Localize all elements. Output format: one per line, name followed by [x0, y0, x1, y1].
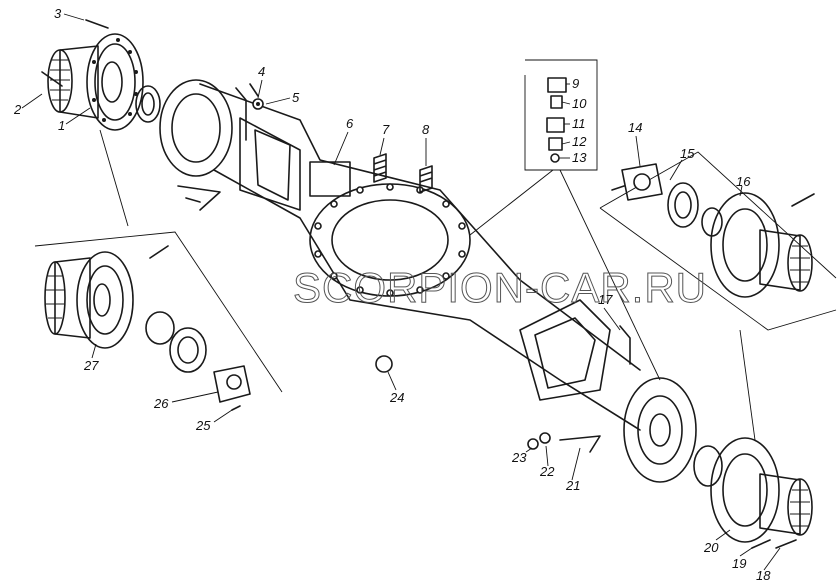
- callout-8: 8: [422, 122, 430, 137]
- callout-12: 12: [572, 134, 587, 149]
- callout-27: 27: [83, 358, 99, 373]
- callout-labels: 1 2 3 4 5 6 7 8 9 10 11 12 13 14 15 16 1…: [13, 6, 771, 583]
- callout-leaders: [21, 13, 781, 571]
- callout-5: 5: [292, 90, 300, 105]
- callout-24: 24: [389, 390, 404, 405]
- callout-26: 26: [153, 396, 169, 411]
- callout-19: 19: [732, 556, 746, 571]
- callout-20: 20: [703, 540, 719, 555]
- right-upper-hub-group: [611, 163, 815, 298]
- callout-22: 22: [539, 464, 555, 479]
- callout-16: 16: [736, 174, 751, 189]
- callout-14: 14: [628, 120, 642, 135]
- right-lower-hub-group: [693, 437, 813, 549]
- callout-7: 7: [382, 122, 390, 137]
- callout-3: 3: [54, 6, 62, 21]
- left-hub-group: [44, 245, 251, 411]
- callout-23: 23: [511, 450, 527, 465]
- callout-25: 25: [195, 418, 211, 433]
- callout-21: 21: [565, 478, 580, 493]
- callout-13: 13: [572, 150, 587, 165]
- callout-15: 15: [680, 146, 695, 161]
- callout-6: 6: [346, 116, 354, 131]
- callout-17: 17: [598, 292, 613, 307]
- hub-flange-top-left: [41, 19, 161, 131]
- callout-11: 11: [572, 116, 586, 131]
- small-parts: [252, 77, 567, 450]
- callout-1: 1: [58, 118, 65, 133]
- callout-4: 4: [258, 64, 265, 79]
- watermark-text: SCORPION-CAR.RU: [293, 264, 707, 311]
- callout-9: 9: [572, 76, 579, 91]
- callout-2: 2: [13, 102, 22, 117]
- callout-10: 10: [572, 96, 587, 111]
- callout-18: 18: [756, 568, 771, 583]
- group-boundaries: [34, 59, 837, 441]
